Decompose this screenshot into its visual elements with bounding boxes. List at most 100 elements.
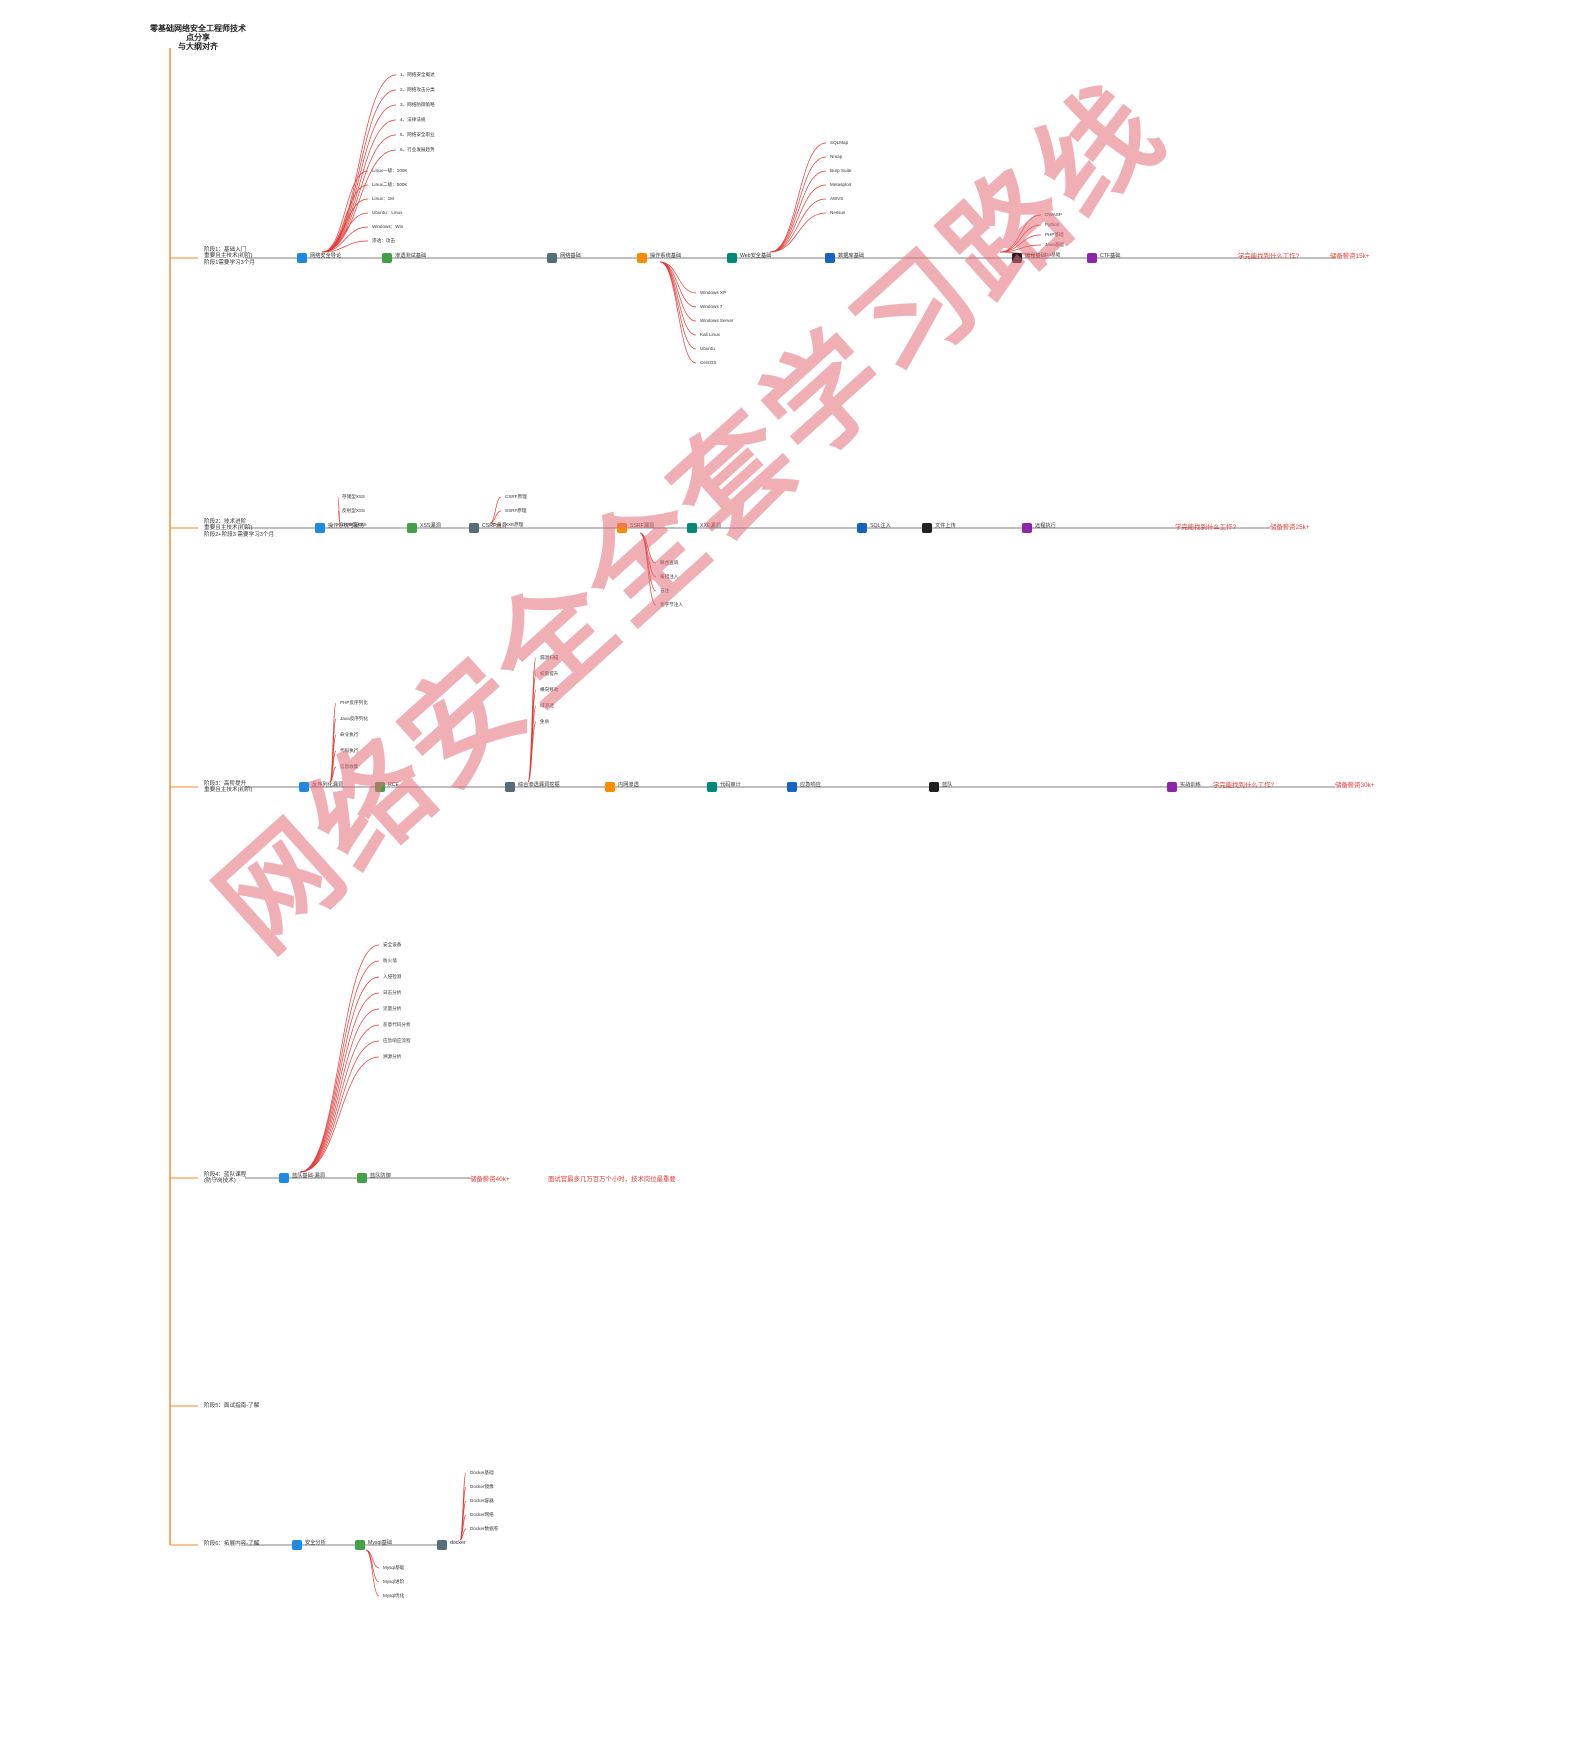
row6-hub-1-icon xyxy=(355,1540,365,1550)
l6-leaf-6: 应急响应流程 xyxy=(383,1038,411,1043)
l7a-leaf-1: Mysql进阶 xyxy=(383,1579,405,1584)
row2-hub-0[interactable]: 操作系统与服务 xyxy=(328,523,365,529)
row1-hub-1[interactable]: 渗透测试基础 xyxy=(395,253,427,259)
result-2-question: 学完能找到什么工作? xyxy=(1175,524,1237,531)
row3-hub-7-icon xyxy=(1167,782,1177,792)
row3-hub-3-icon xyxy=(605,782,615,792)
row3-hub-6[interactable]: 蓝队 xyxy=(942,782,953,788)
l2b-leaf-3: Java基础 xyxy=(1045,242,1064,247)
l2b-leaf-4: Go基础 xyxy=(1045,252,1061,257)
row1-hub-3[interactable]: 操作系统基础 xyxy=(650,253,682,259)
row2-hub-2[interactable]: CSRF漏洞 xyxy=(482,523,507,529)
l7a-leaf-2: Mysql优化 xyxy=(383,1593,405,1598)
row3-hub-5[interactable]: 应急响应 xyxy=(800,782,821,788)
row1-hub-6[interactable]: 编程基础 xyxy=(1025,253,1046,259)
l6-leaf-2: 入侵检测 xyxy=(383,974,402,979)
row2-hub-1-icon xyxy=(407,523,417,533)
l4b-leaf-1: SSRF原理 xyxy=(505,508,527,513)
l3-leaf-3: Kali Linux xyxy=(700,332,720,337)
row2-hub-4-icon xyxy=(687,523,697,533)
row1-hub-1-icon xyxy=(382,253,392,263)
stage-4-label[interactable]: 阶段4：蓝队课程 (防守岗技术) xyxy=(204,1172,247,1185)
result-3-salary: 储备薪资30k+ xyxy=(1335,782,1375,789)
l2b-leaf-2: PHP基础 xyxy=(1045,232,1064,237)
l5a-leaf-1: Java反序列化 xyxy=(340,716,369,721)
l3-leaf-5: CentOS xyxy=(700,360,717,365)
stage-2-label[interactable]: 阶段2：技术进阶 重要且主技术(初阶) 阶段2+阶段3 需要学习3个月 xyxy=(204,519,275,538)
l1b-leaf-0: Linux一级：100K xyxy=(372,168,408,173)
stage-5-label[interactable]: 阶段5：面试指南-了解 xyxy=(204,1403,260,1409)
stage-6-label[interactable]: 阶段6：拓展内容-了解 xyxy=(204,1541,260,1547)
row3-hub-5-icon xyxy=(787,782,797,792)
row6-hub-0[interactable]: 安全分析 xyxy=(305,1540,326,1546)
row2-hub-1[interactable]: XSS漏洞 xyxy=(420,523,441,529)
l2a-leaf-3: Metasploit xyxy=(830,182,851,187)
l7a-leaf-0: Mysql基础 xyxy=(383,1565,405,1570)
l3-leaf-1: Windows 7 xyxy=(700,304,723,309)
stage-3-label[interactable]: 阶段3：高阶提升 重要且主技术(初阶) xyxy=(204,781,253,794)
row4-hub-0[interactable]: 蓝队基础-漏洞 xyxy=(292,1173,325,1179)
row1-hub-3-icon xyxy=(637,253,647,263)
row3-hub-4[interactable]: 代码审计 xyxy=(720,782,741,788)
l2a-leaf-2: Burp Suite xyxy=(830,168,852,173)
row3-hub-2[interactable]: 综合渗透漏洞挖掘 xyxy=(518,782,560,788)
l1b-leaf-4: Windows：Win xyxy=(372,224,404,229)
row1-hub-4[interactable]: Web安全基础 xyxy=(740,253,772,259)
row3-hub-0[interactable]: 反序列化漏洞 xyxy=(312,782,344,788)
row6-hub-2[interactable]: docker xyxy=(450,1540,466,1546)
row2-hub-5[interactable]: SQL注入 xyxy=(870,523,891,529)
l4c-leaf-1: 报错注入 xyxy=(660,574,679,579)
row1-hub-6-icon xyxy=(1012,253,1022,263)
row1-hub-5[interactable]: 数据库基础 xyxy=(838,253,864,259)
row1-hub-0[interactable]: 网络安全导论 xyxy=(310,253,342,259)
l1a-leaf-4: 5、网络安全职业 xyxy=(400,132,435,137)
l5b-leaf-2: 横向移动 xyxy=(540,687,559,692)
l5a-leaf-2: 命令执行 xyxy=(340,732,359,737)
l7b-leaf-4: Docker数据卷 xyxy=(470,1526,499,1531)
result-1-question: 学完能找到什么工作? xyxy=(1238,253,1300,260)
l1a-leaf-1: 2、网络攻击分类 xyxy=(400,87,435,92)
row2-hub-5-icon xyxy=(857,523,867,533)
l2a-leaf-4: AWVS xyxy=(830,196,844,201)
result-1-salary: 储备薪资15k+ xyxy=(1330,253,1370,260)
row1-hub-5-icon xyxy=(825,253,835,263)
l3-leaf-0: Windows XP xyxy=(700,290,727,295)
result-2-salary: 储备薪资25k+ xyxy=(1270,524,1310,531)
l4b-leaf-2: XXE原理 xyxy=(505,522,524,527)
row3-hub-7[interactable]: 实战训练 xyxy=(1180,782,1201,788)
stage-1-label[interactable]: 阶段1：基础入门 重要且主技术(初阶) 阶段1需要学习3个月 xyxy=(204,247,255,266)
row2-hub-0-icon xyxy=(315,523,325,533)
row2-hub-6[interactable]: 文件上传 xyxy=(935,523,956,529)
row3-hub-2-icon xyxy=(505,782,515,792)
row4-hub-1[interactable]: 蓝队防御 xyxy=(370,1173,391,1179)
row2-hub-7-icon xyxy=(1022,523,1032,533)
result-4-salary: 储备薪资40k+ xyxy=(470,1176,510,1183)
row6-hub-1[interactable]: Mysql基础 xyxy=(368,1540,392,1546)
l6-leaf-5: 恶意代码分析 xyxy=(383,1022,411,1027)
l1b-leaf-3: Ubuntu：Linux xyxy=(372,210,403,215)
row2-hub-3-icon xyxy=(617,523,627,533)
l1a-leaf-2: 3、网络防御策略 xyxy=(400,102,435,107)
l4c-leaf-0: 联合查询 xyxy=(660,560,679,565)
l4c-leaf-2: 盲注 xyxy=(660,588,670,593)
l5b-leaf-1: 权限提升 xyxy=(540,671,559,676)
row2-hub-4[interactable]: XXE漏洞 xyxy=(700,523,721,529)
row2-hub-2-icon xyxy=(469,523,479,533)
row3-hub-1[interactable]: RCE xyxy=(388,782,399,788)
l5b-leaf-3: 域渗透 xyxy=(540,703,554,708)
l5b-leaf-4: 免杀 xyxy=(540,719,550,724)
row1-hub-7[interactable]: CTF基础 xyxy=(1100,253,1121,259)
row1-hub-2[interactable]: 网络基础 xyxy=(560,253,581,259)
row1-hub-7-icon xyxy=(1087,253,1097,263)
l4b-leaf-0: CSRF原理 xyxy=(505,494,527,499)
row3-hub-0-icon xyxy=(299,782,309,792)
row2-hub-3[interactable]: SSRF漏洞 xyxy=(630,523,655,529)
row2-hub-7[interactable]: 远程执行 xyxy=(1035,523,1056,529)
l4a-leaf-1: 反射型XSS xyxy=(342,508,365,513)
row3-hub-1-icon xyxy=(375,782,385,792)
l7b-leaf-1: Docker镜像 xyxy=(470,1484,494,1489)
row3-hub-3[interactable]: 内网渗透 xyxy=(618,782,639,788)
l2b-leaf-0: OWASP xyxy=(1045,212,1062,217)
row6-hub-0-icon xyxy=(292,1540,302,1550)
